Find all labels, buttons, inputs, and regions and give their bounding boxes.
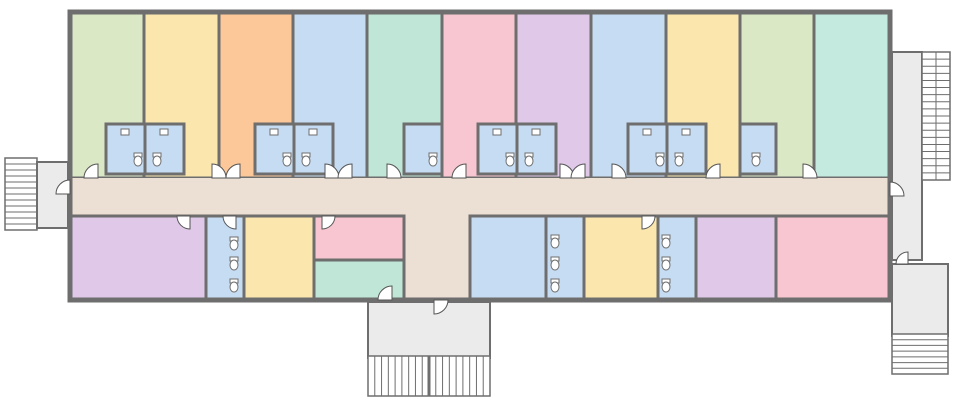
door-swing-icon bbox=[433, 299, 449, 315]
stair-right-bottom bbox=[891, 263, 949, 375]
door-swing-icon bbox=[641, 215, 656, 230]
door-swing-icon bbox=[377, 285, 393, 301]
doors bbox=[55, 163, 909, 315]
room bbox=[468, 214, 548, 302]
toilet-icon bbox=[229, 236, 239, 251]
sink-icon bbox=[531, 128, 541, 136]
door-swing-icon bbox=[705, 163, 721, 179]
toilet-icon bbox=[550, 278, 560, 293]
bathroom bbox=[402, 122, 444, 176]
bottom-room-row bbox=[68, 214, 892, 302]
corridor bbox=[70, 178, 890, 300]
room bbox=[812, 10, 892, 180]
toilet-icon bbox=[674, 152, 684, 167]
toilet-icon bbox=[661, 234, 671, 249]
door-swing-icon bbox=[386, 163, 402, 179]
toilet-icon bbox=[655, 152, 665, 167]
door-swing-icon bbox=[222, 215, 237, 230]
door-swing-icon bbox=[83, 163, 99, 179]
room bbox=[774, 214, 892, 302]
toilet-icon bbox=[550, 234, 560, 249]
door-swing-icon bbox=[570, 163, 586, 179]
toilet-icon bbox=[550, 256, 560, 271]
sink-icon bbox=[159, 128, 169, 136]
sink-icon bbox=[120, 128, 130, 136]
sink-icon bbox=[681, 128, 691, 136]
toilet-icon bbox=[661, 256, 671, 271]
bathroom bbox=[738, 122, 778, 176]
toilet-icon bbox=[152, 152, 162, 167]
door-swing-icon bbox=[176, 215, 191, 230]
sink-icon bbox=[642, 128, 652, 136]
stair-left bbox=[4, 157, 69, 231]
toilet-icon bbox=[229, 278, 239, 293]
door-swing-icon bbox=[337, 163, 353, 179]
toilet-icon bbox=[505, 152, 515, 167]
toilet-icon bbox=[229, 256, 239, 271]
stair-right-top bbox=[891, 51, 951, 261]
door-swing-icon bbox=[889, 181, 905, 197]
room bbox=[694, 214, 778, 302]
stair-entrance bbox=[367, 301, 491, 397]
sink-icon bbox=[308, 128, 318, 136]
door-swing-icon bbox=[225, 163, 241, 179]
toilet-icon bbox=[133, 152, 143, 167]
toilet-icon bbox=[751, 152, 761, 167]
door-swing-icon bbox=[55, 179, 71, 195]
room bbox=[242, 214, 316, 302]
fixtures bbox=[120, 128, 761, 293]
toilet-icon bbox=[661, 278, 671, 293]
door-swing-icon bbox=[611, 163, 627, 179]
room bbox=[582, 214, 660, 302]
toilet-icon bbox=[428, 152, 438, 167]
toilet-icon bbox=[282, 152, 292, 167]
outer-wall bbox=[67, 9, 893, 303]
toilet-icon bbox=[524, 152, 534, 167]
toilet-icon bbox=[301, 152, 311, 167]
sink-icon bbox=[269, 128, 279, 136]
top-bathrooms bbox=[104, 122, 778, 176]
door-swing-icon bbox=[321, 215, 336, 230]
door-swing-icon bbox=[802, 163, 818, 179]
sink-icon bbox=[492, 128, 502, 136]
door-swing-icon bbox=[895, 251, 909, 265]
door-swing-icon bbox=[451, 163, 467, 179]
